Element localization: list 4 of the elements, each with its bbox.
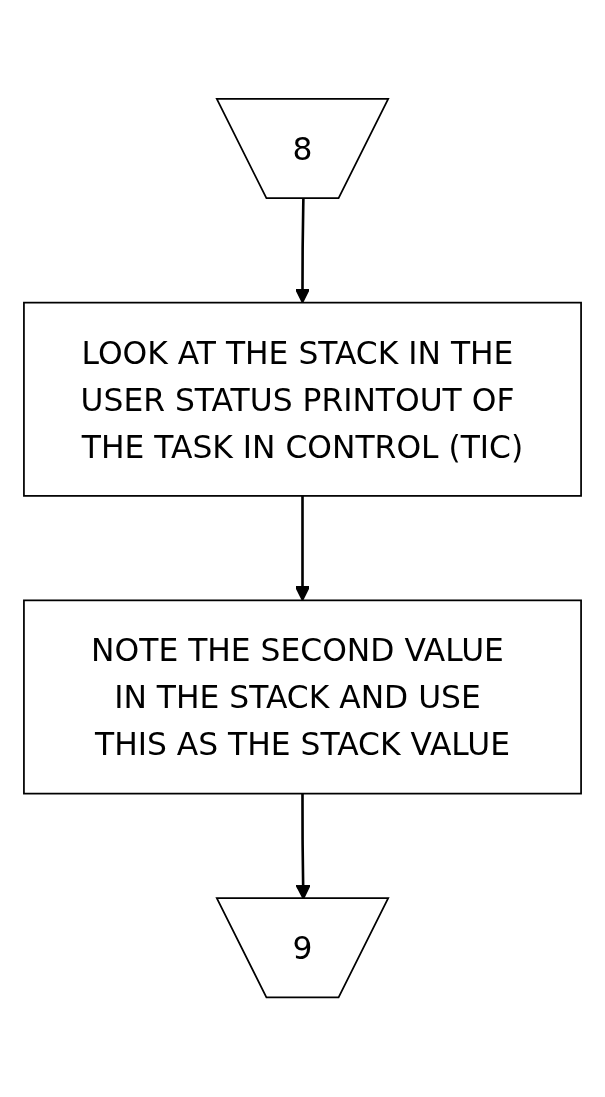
arrow	[294, 496, 311, 602]
node-box: NOTE THE SECOND VALUE IN THE STACK AND USE THIS AS THE STACK VALUE	[23, 599, 582, 795]
arrow	[294, 199, 311, 304]
node-box: LOOK AT THE STACK IN THE USER STATUS PRINTOUT OF THE TASK IN CONTROL (TIC)	[23, 302, 582, 498]
